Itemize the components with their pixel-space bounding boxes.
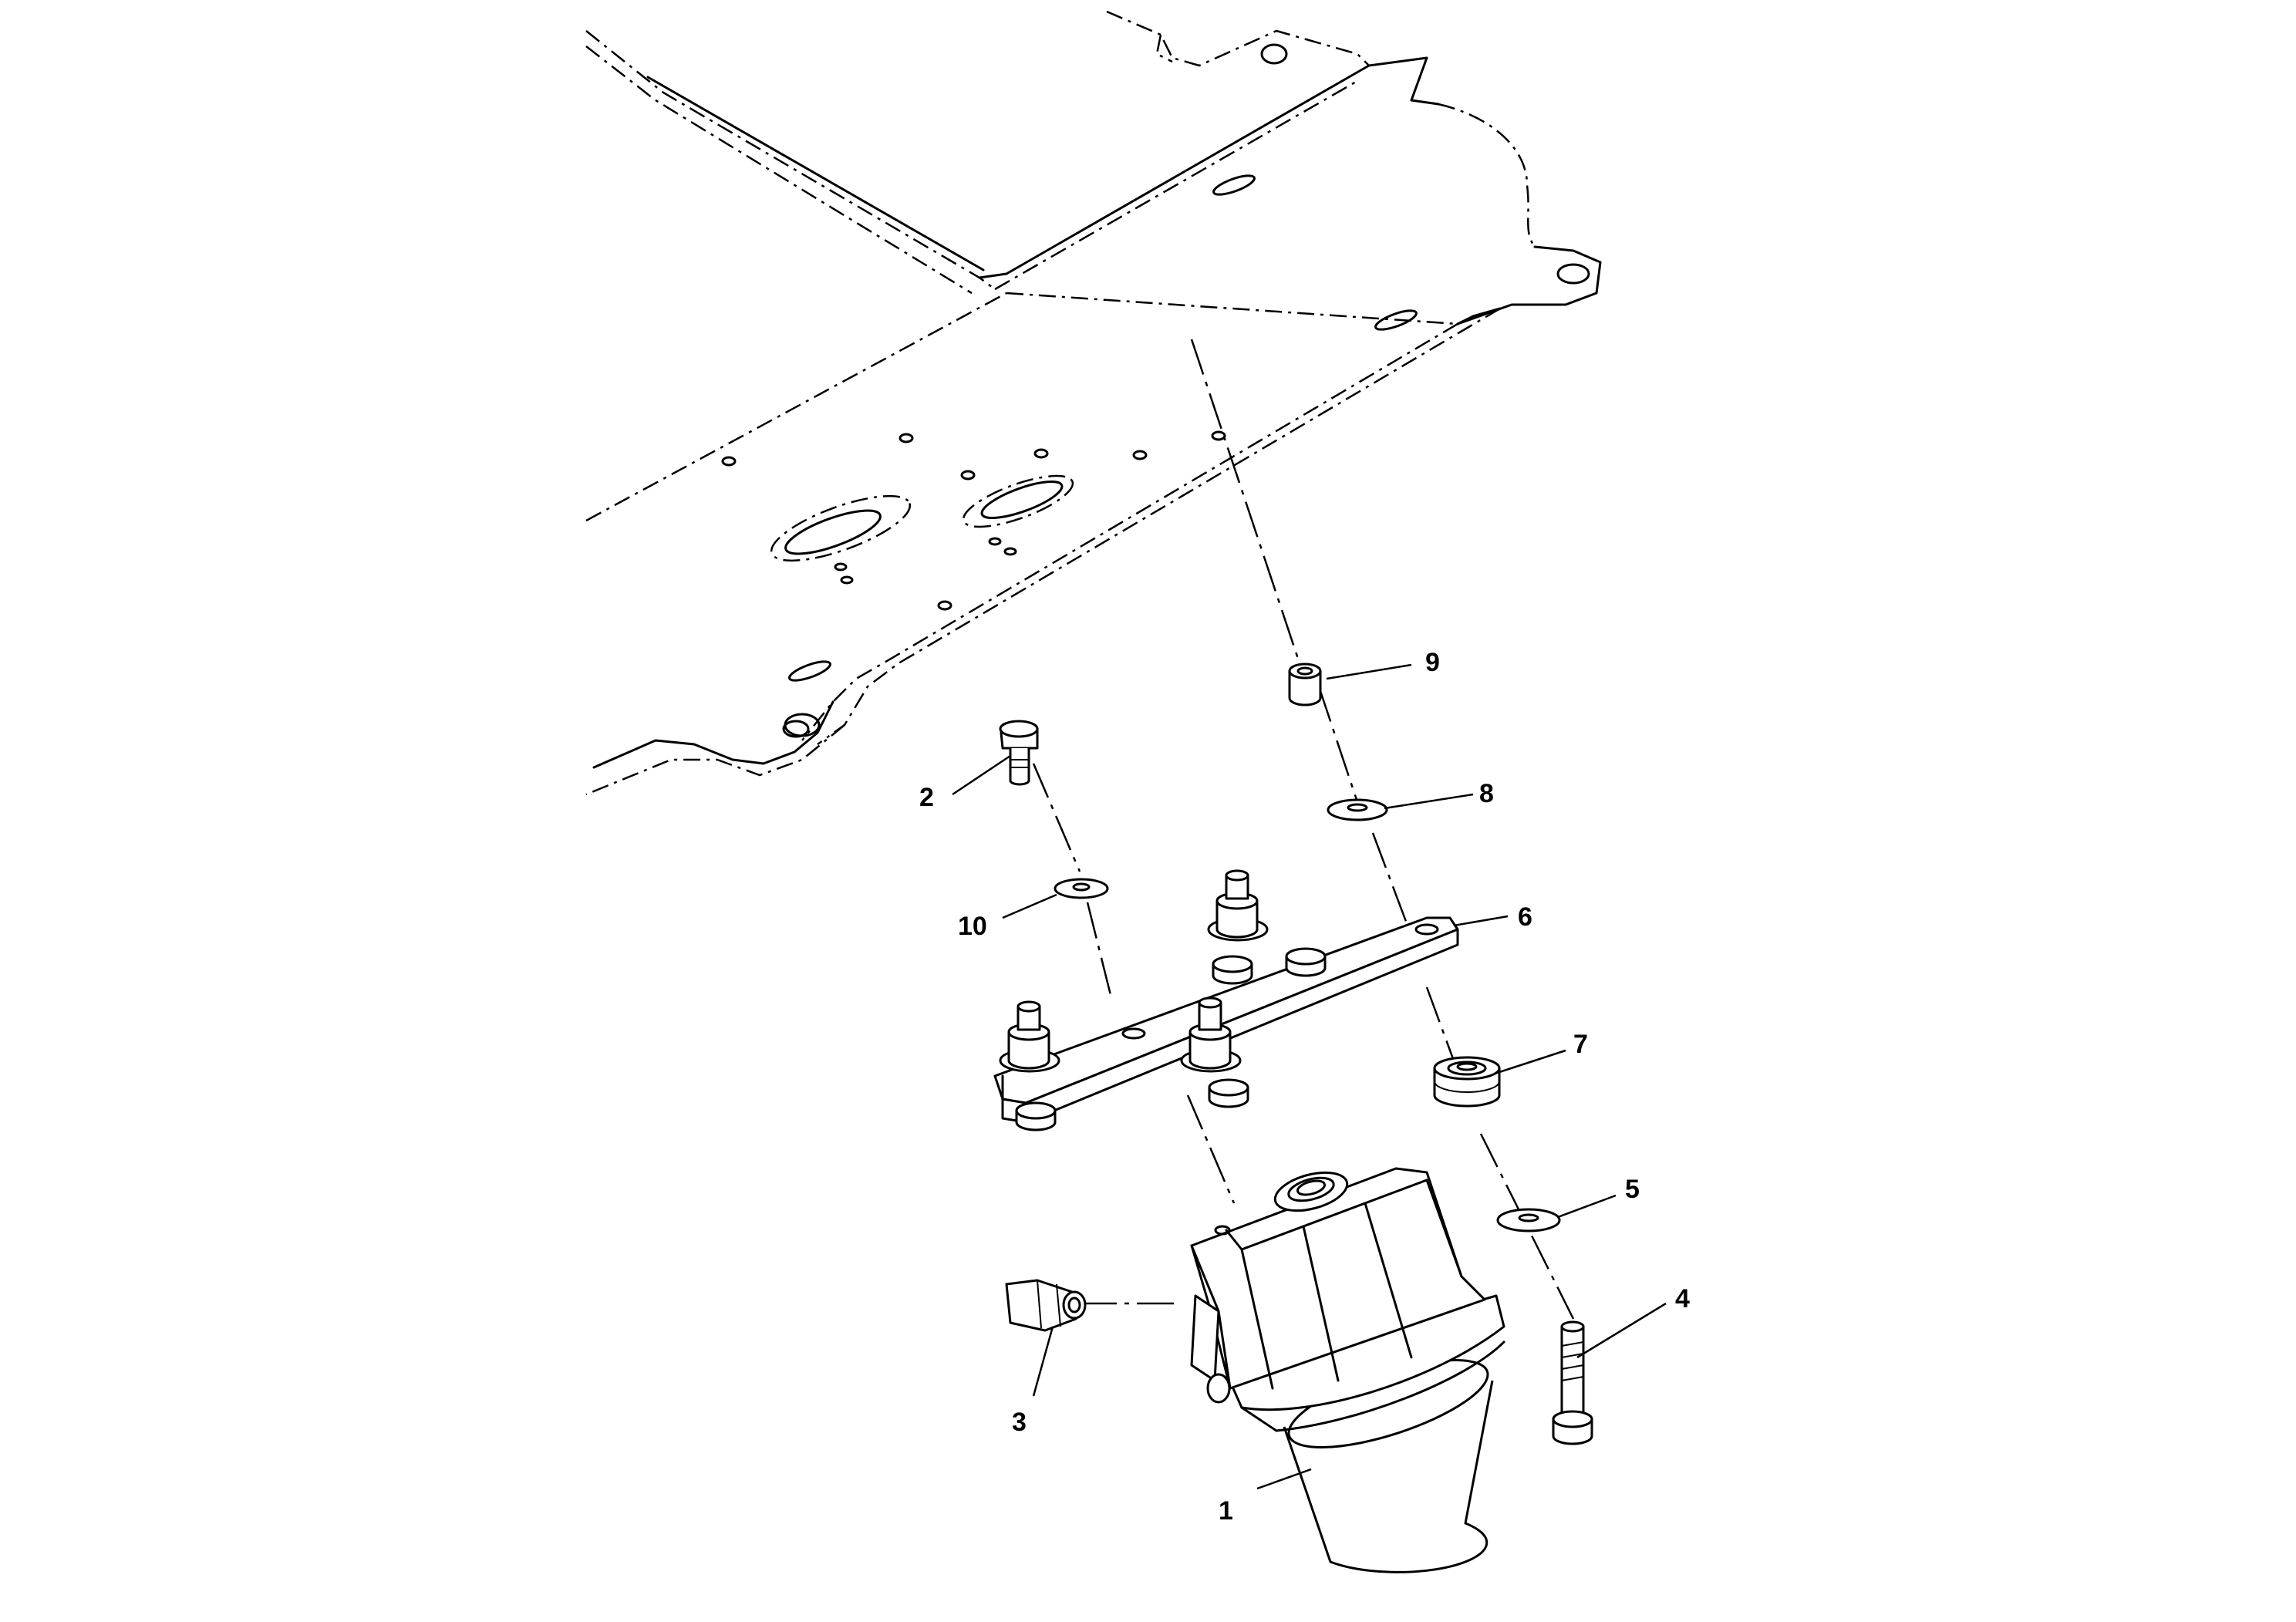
- leader-lines: [952, 663, 1667, 1490]
- part-10-washer: [1054, 878, 1109, 899]
- part-5-washer: [1496, 1208, 1561, 1233]
- callout-8: 8: [1479, 779, 1494, 808]
- frame-plate: [585, 10, 1602, 796]
- callout-4: 4: [1675, 1284, 1690, 1313]
- callout-3: 3: [1012, 1408, 1027, 1437]
- part-8-washer: [1327, 798, 1388, 821]
- part-7-rubber-mount: [1433, 1056, 1501, 1108]
- callout-labels: 9 8 2 10 6 7 5 4 3 1: [919, 648, 1690, 1526]
- part-4-bolt: [1552, 1320, 1593, 1445]
- callout-10: 10: [958, 912, 987, 941]
- plate-nut: [1285, 947, 1327, 977]
- frame-bolt-holes: [721, 430, 1226, 611]
- callout-1: 1: [1219, 1496, 1233, 1526]
- callout-6: 6: [1518, 902, 1532, 932]
- part-9-spacer-sleeve: [1288, 663, 1322, 706]
- part-6-mounting-plate: [993, 869, 1459, 1131]
- plate-stud: [1180, 996, 1242, 1073]
- callout-7: 7: [1573, 1030, 1588, 1059]
- callout-5: 5: [1625, 1175, 1640, 1204]
- plate-stud: [999, 1000, 1060, 1073]
- plate-nut: [1208, 1078, 1249, 1108]
- callout-9: 9: [1425, 648, 1440, 677]
- part-1-motor-pump: [1190, 1167, 1505, 1573]
- plate-nut: [1212, 955, 1253, 985]
- assembly-center-lines: [1032, 339, 1575, 1320]
- part-2-bolt: [999, 720, 1039, 786]
- plate-stud: [1207, 869, 1269, 942]
- plate-nut: [1015, 1101, 1057, 1131]
- callout-2: 2: [919, 783, 934, 812]
- part-3-fitting: [1005, 1279, 1087, 1332]
